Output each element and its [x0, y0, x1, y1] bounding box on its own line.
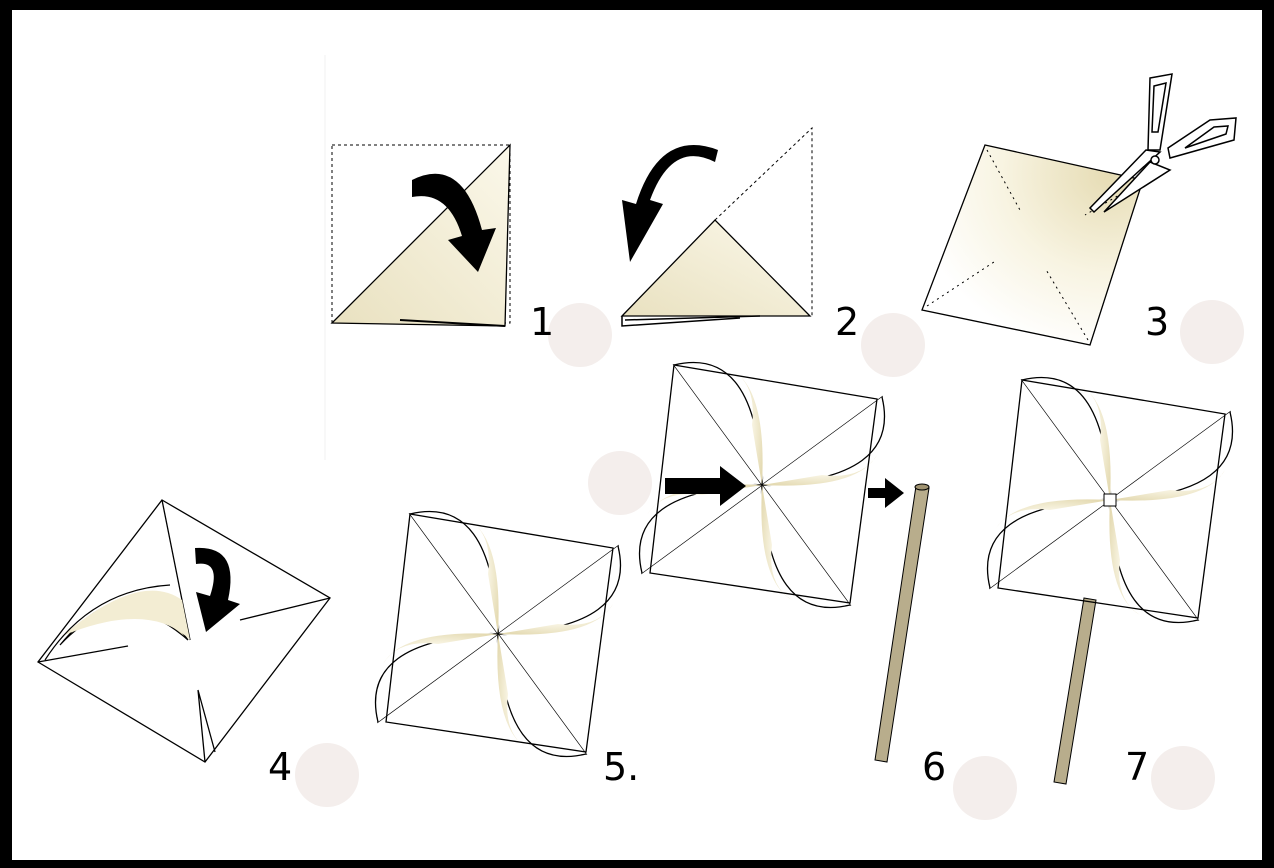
step-label-7: 7	[1125, 745, 1149, 789]
step-label-6: 6	[922, 745, 946, 789]
step-label-3: 3	[1145, 300, 1169, 344]
step-1-illustration	[332, 145, 510, 326]
step-6-illustration	[640, 363, 930, 763]
step-label-5: 5.	[603, 745, 639, 789]
step-label-2: 2	[835, 300, 859, 344]
pinwheel-shape	[376, 512, 621, 757]
step-label-1: 1	[530, 300, 554, 344]
step-7-illustration	[988, 378, 1233, 785]
scissors-icon	[1090, 74, 1236, 212]
stick	[1054, 598, 1096, 784]
step-label-4: 4	[268, 745, 292, 789]
stick	[875, 484, 929, 762]
straight-arrow-icon	[868, 478, 904, 508]
step-5-illustration	[376, 512, 621, 757]
step-4-illustration	[38, 500, 330, 762]
pinwheel-shape	[988, 378, 1233, 623]
step-2-illustration	[622, 128, 812, 326]
step-3-illustration	[922, 74, 1236, 345]
